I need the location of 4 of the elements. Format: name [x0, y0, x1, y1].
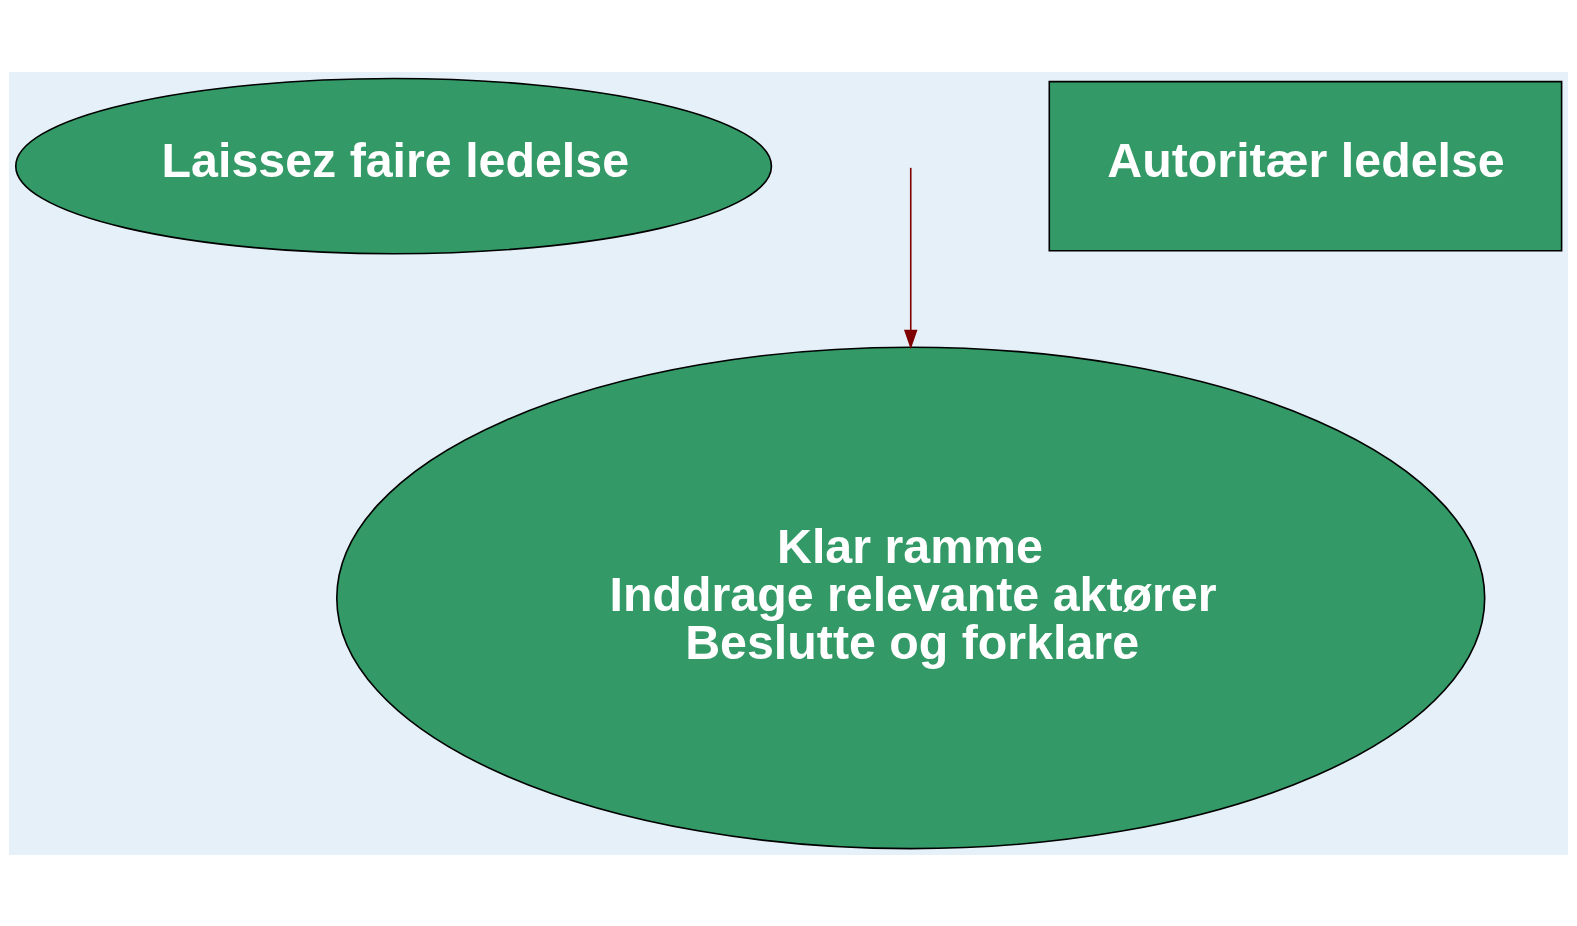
node-ellipse: Klar ramme Inddrage relevante aktører Beslutte og forklare	[336, 345, 1486, 849]
arrow	[903, 166, 918, 349]
node-box: Autoritær ledelse	[1048, 80, 1563, 252]
node-ellipse: Laissez faire ledelse	[14, 77, 773, 255]
